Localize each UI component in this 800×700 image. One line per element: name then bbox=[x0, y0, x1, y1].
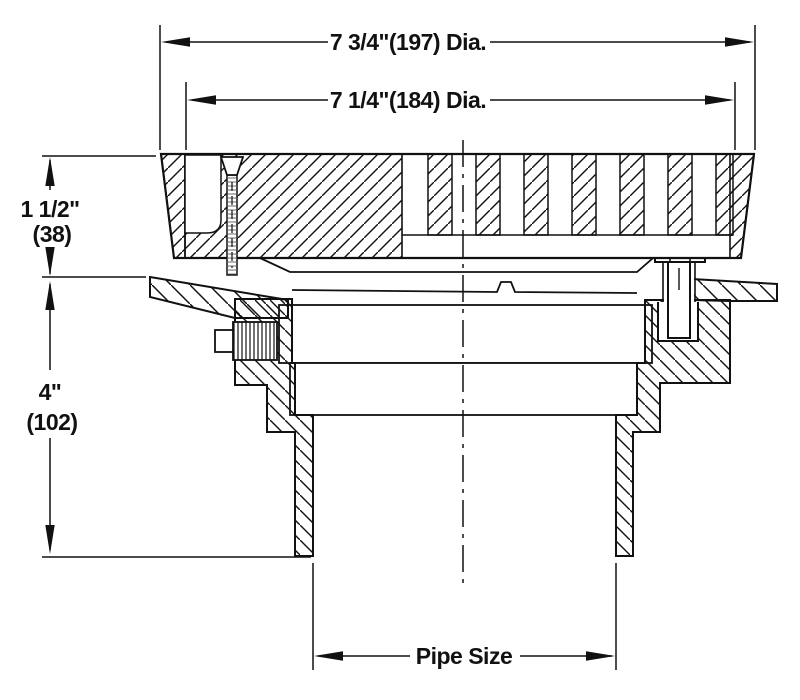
dimension-inner-diameter bbox=[185, 82, 736, 150]
drain-bowl-elevation bbox=[278, 281, 653, 416]
label-grate-height-in: 1 1/2" bbox=[20, 196, 79, 222]
label-body-height-in: 4" bbox=[39, 379, 62, 405]
set-screw-head bbox=[214, 329, 234, 353]
grate-rim-left bbox=[160, 153, 186, 259]
label-grate-height-mm: (38) bbox=[33, 221, 72, 247]
set-screw bbox=[214, 321, 278, 361]
dimension-grate-height bbox=[42, 155, 156, 278]
label-outer-diameter: 7 3/4"(197) Dia. bbox=[330, 29, 486, 55]
body-wall-right-section bbox=[615, 299, 731, 557]
body-wall-left-section bbox=[234, 298, 314, 557]
label-inner-diameter: 7 1/4"(184) Dia. bbox=[330, 87, 486, 113]
collar-wing-right bbox=[691, 277, 778, 302]
dimension-outer-diameter bbox=[159, 25, 756, 150]
screw-recess bbox=[184, 154, 222, 234]
strainer-grate bbox=[159, 152, 756, 276]
dimension-body-height bbox=[42, 281, 311, 558]
collar-wing-left bbox=[149, 275, 289, 319]
grate-lip bbox=[259, 257, 656, 273]
screw-head bbox=[219, 156, 245, 176]
grate-seat-line bbox=[291, 281, 638, 294]
grate-ribs bbox=[427, 153, 734, 236]
label-body-height-mm: (102) bbox=[26, 409, 77, 435]
countersunk-screw bbox=[219, 156, 245, 276]
label-pipe-size: Pipe Size bbox=[416, 643, 512, 669]
dimension-pipe-size bbox=[312, 563, 617, 670]
